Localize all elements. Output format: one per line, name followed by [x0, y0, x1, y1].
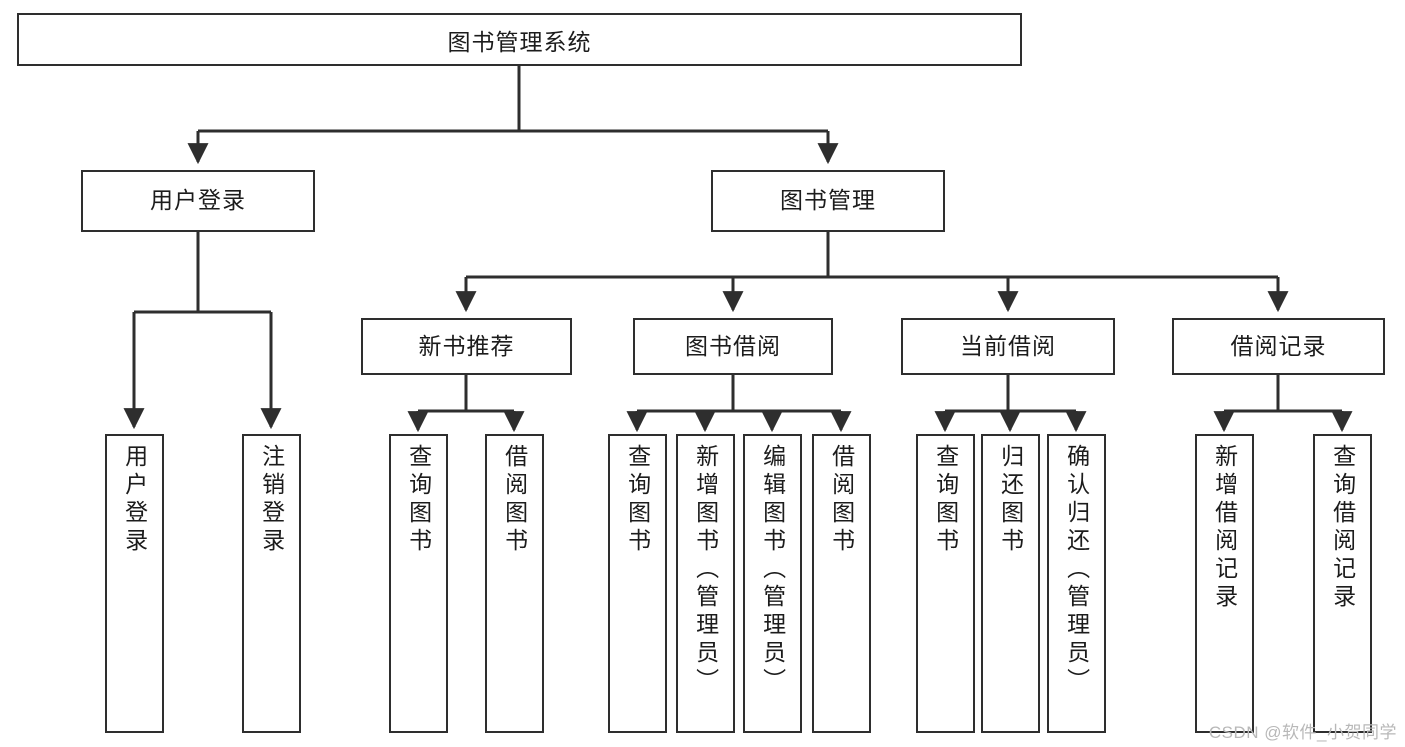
leaf-add-borrow-record[interactable]: 新增借阅记录 [1195, 434, 1254, 733]
leaf-edit-book-admin[interactable]: 编辑图书（管理员） [743, 434, 802, 733]
leaf-label: 注销登录 [258, 444, 285, 556]
leaf-query-book-borrow[interactable]: 查询图书 [608, 434, 667, 733]
leaf-label: 新增图书（管理员） [692, 444, 719, 696]
node-book-borrow[interactable]: 图书借阅 [633, 318, 833, 375]
leaf-query-book-recommendation[interactable]: 查询图书 [389, 434, 448, 733]
node-borrow-record[interactable]: 借阅记录 [1172, 318, 1385, 375]
node-root[interactable]: 图书管理系统 [17, 13, 1022, 66]
leaf-label: 编辑图书（管理员） [759, 444, 786, 696]
leaf-query-borrow-record[interactable]: 查询借阅记录 [1313, 434, 1372, 733]
leaf-label: 新增借阅记录 [1211, 444, 1238, 612]
leaf-query-book-current[interactable]: 查询图书 [916, 434, 975, 733]
leaf-label: 用户登录 [121, 444, 148, 556]
node-current-borrow[interactable]: 当前借阅 [901, 318, 1115, 375]
leaf-label: 查询图书 [405, 444, 432, 556]
leaf-label: 确认归还（管理员） [1063, 444, 1090, 696]
leaf-add-book-admin[interactable]: 新增图书（管理员） [676, 434, 735, 733]
leaf-label: 借阅图书 [501, 444, 528, 556]
leaf-user-login[interactable]: 用户登录 [105, 434, 164, 733]
leaf-user-logout[interactable]: 注销登录 [242, 434, 301, 733]
leaf-label: 借阅图书 [828, 444, 855, 556]
node-new-book-recommendation[interactable]: 新书推荐 [361, 318, 572, 375]
node-book-manage[interactable]: 图书管理 [711, 170, 945, 232]
node-user-login[interactable]: 用户登录 [81, 170, 315, 232]
watermark: CSDN @软件_小贺同学 [1208, 723, 1397, 742]
leaf-label: 查询借阅记录 [1329, 444, 1356, 612]
leaf-borrow-book-recommendation[interactable]: 借阅图书 [485, 434, 544, 733]
leaf-label: 归还图书 [997, 444, 1024, 556]
leaf-confirm-return-admin[interactable]: 确认归还（管理员） [1047, 434, 1106, 733]
leaf-label: 查询图书 [624, 444, 651, 556]
leaf-borrow-book[interactable]: 借阅图书 [812, 434, 871, 733]
leaf-label: 查询图书 [932, 444, 959, 556]
leaf-return-book[interactable]: 归还图书 [981, 434, 1040, 733]
